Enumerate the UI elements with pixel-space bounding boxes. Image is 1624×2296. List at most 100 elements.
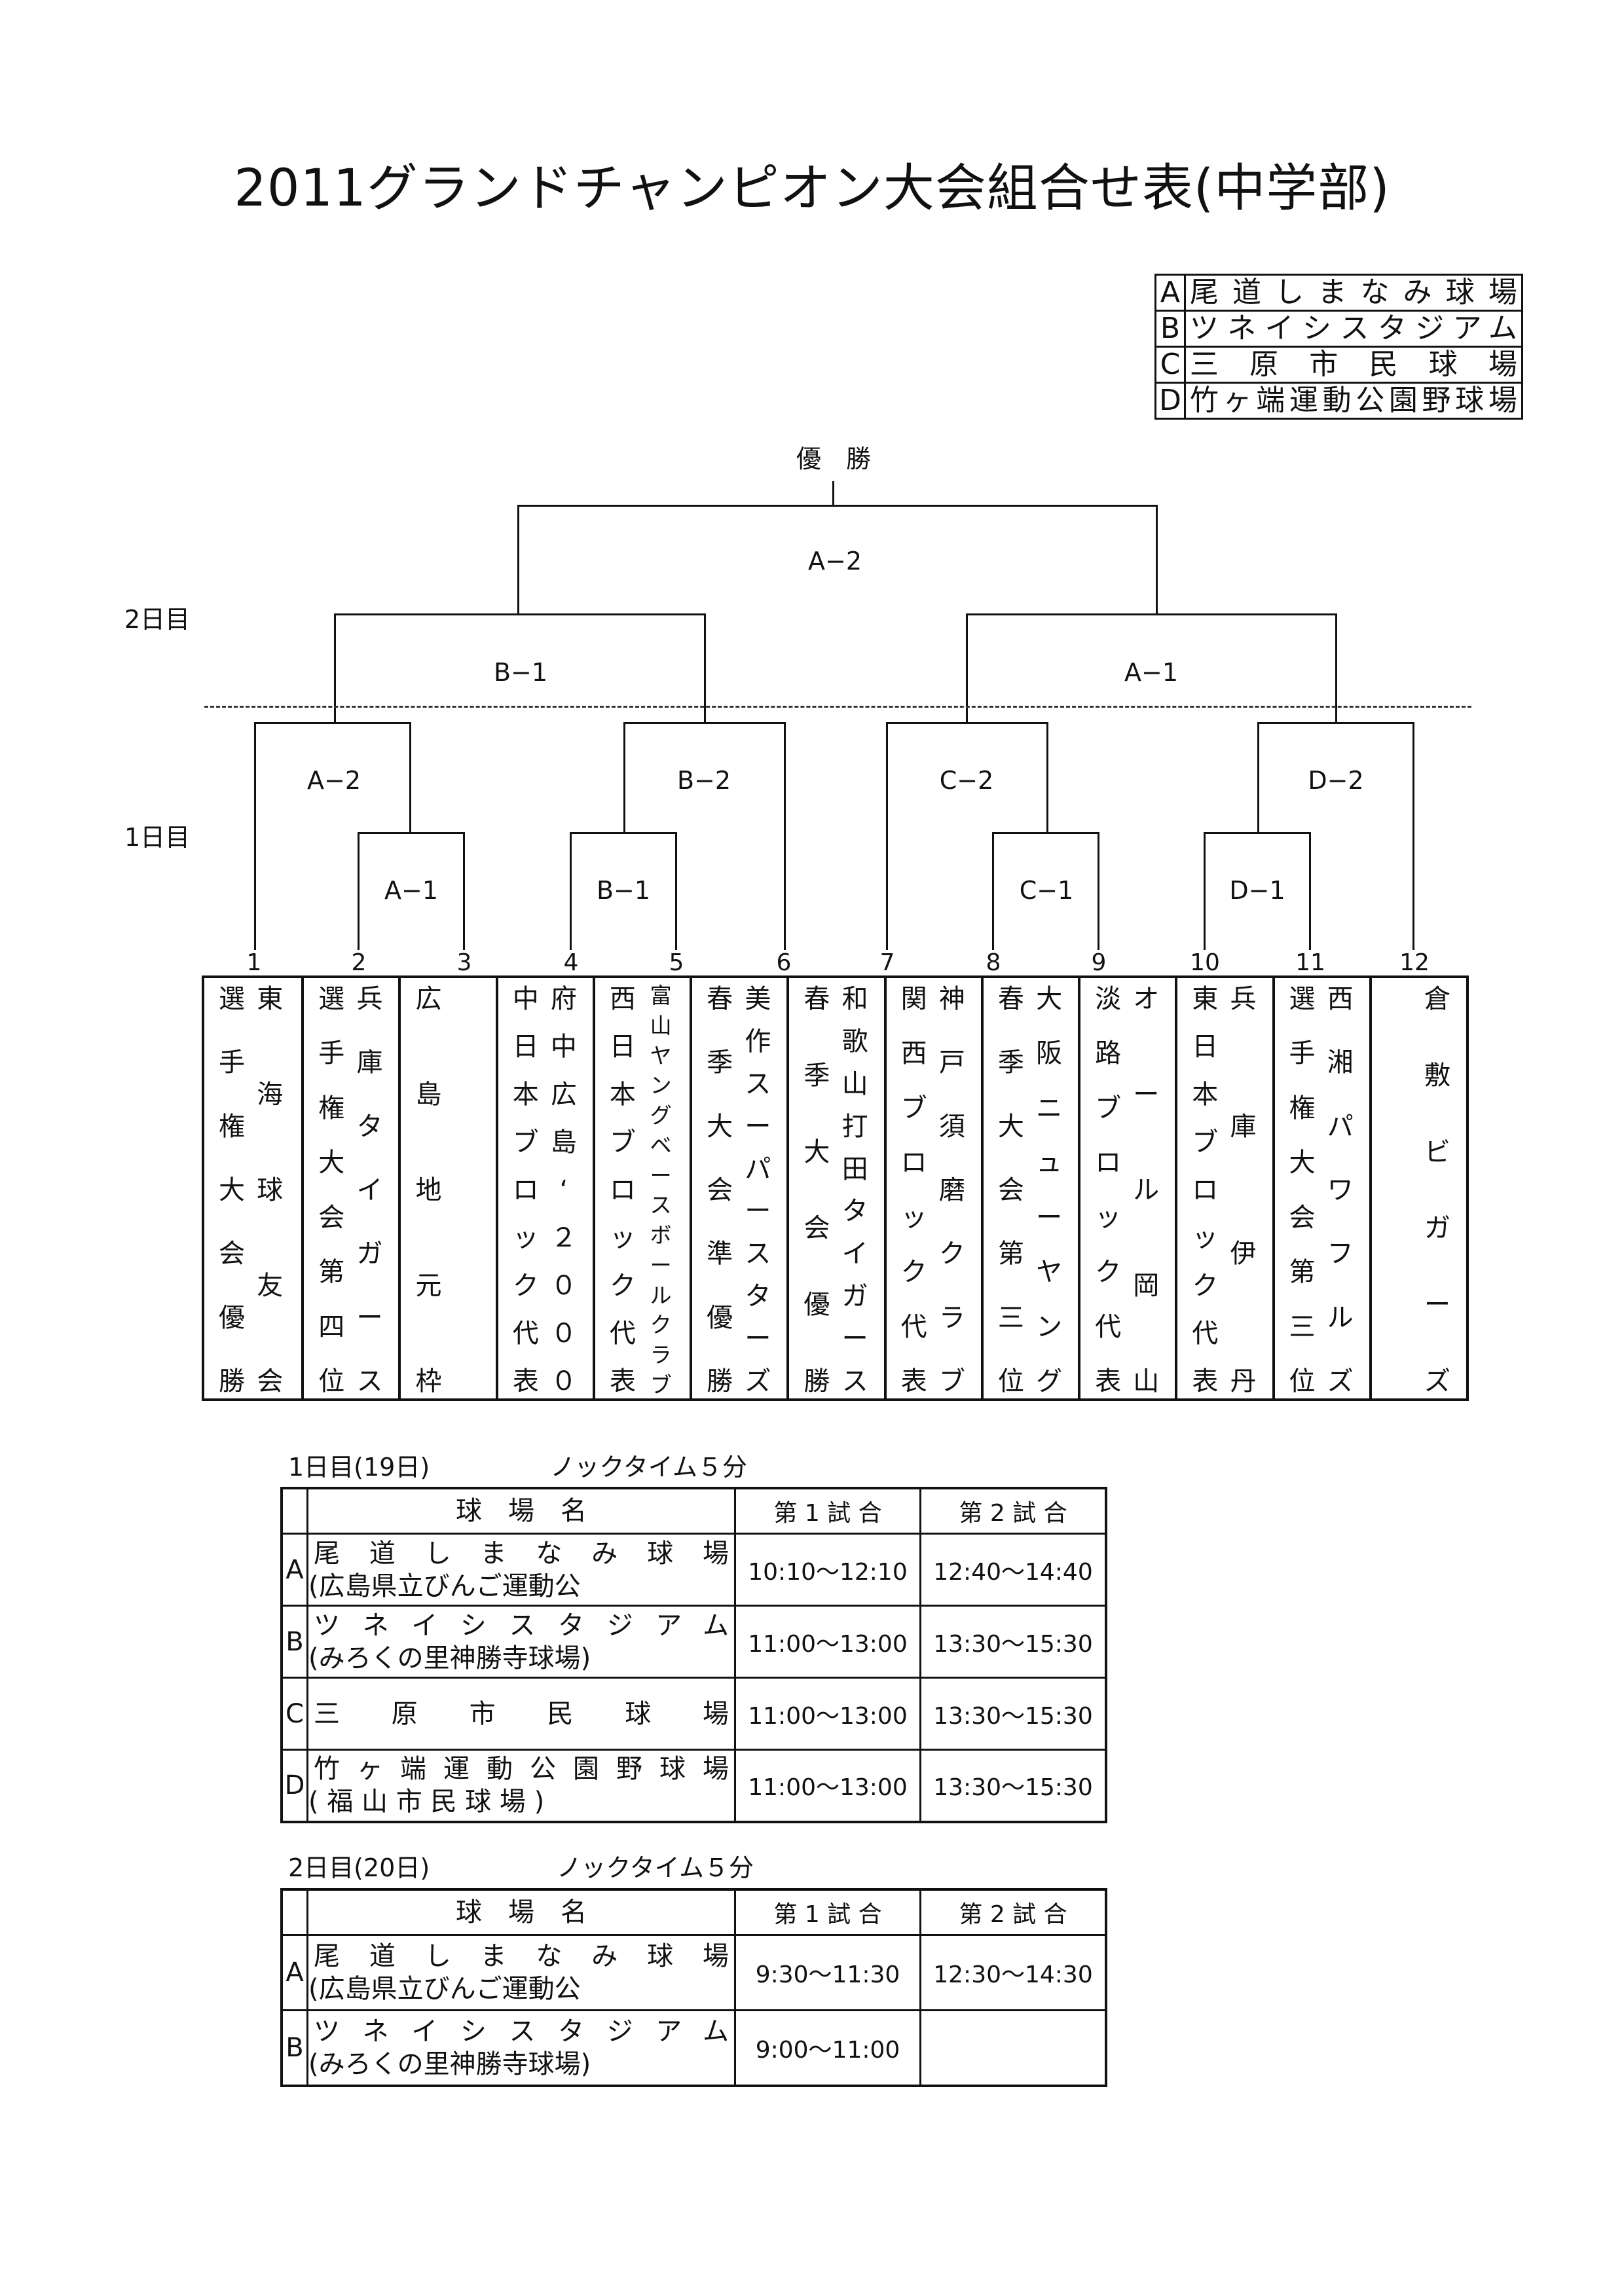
team-qualification: 関西ブロック代表 (900, 984, 927, 1396)
team-name: 東海球友会 (257, 984, 284, 1396)
team-qualification: 春季大会優勝 (803, 984, 830, 1396)
venue-code: C (280, 1677, 308, 1751)
bracket-line (358, 832, 465, 834)
venue-header: 球 場 名 (306, 1487, 736, 1535)
bracket-line (992, 832, 994, 950)
game2-time: 13:30～15:30 (919, 1749, 1107, 1823)
venue-name: ツネイシスタジアム (314, 1610, 729, 1641)
bracket-line (832, 481, 834, 506)
match-label: A−2 (306, 766, 361, 795)
venue-subname: (みろくの里神勝寺球場) (308, 1643, 591, 1673)
venue-name: 竹ヶ端運動公園野球場 (1183, 382, 1523, 420)
bracket-line (254, 722, 256, 950)
team-entries: 選手権大会優勝東海球友会選手権大会第四位兵庫タイガース広島地元枠中日本ブロック代… (202, 975, 1469, 1401)
bracket-line (1098, 832, 1099, 950)
entry-cell: 選手権大会第三位西湘パワフルズ (1272, 978, 1369, 1398)
venue-code: B (280, 2009, 308, 2086)
venue-subname: ( 福 山 市 民 球 場 ) (308, 1787, 545, 1817)
bracket-line (966, 613, 968, 723)
bracket-line (1046, 722, 1048, 833)
bracket-line (623, 722, 786, 724)
team-name (447, 985, 487, 1396)
entry-cell: 春季大会優勝和歌山打田タイガース (786, 978, 883, 1398)
day1-heading: 1日目(19日) (288, 1453, 430, 1482)
bracket-line (517, 505, 1158, 507)
venue-code: A (280, 1934, 308, 2011)
match-label: B−2 (676, 766, 731, 795)
venue-name: 三 原 市 民 球 場 (314, 1698, 729, 1729)
game1-time: 9:30～11:30 (734, 1934, 921, 2011)
bracket-line (1309, 832, 1311, 950)
bracket-line (570, 832, 677, 834)
bracket-line (886, 722, 1048, 724)
venue-subname: (みろくの里神勝寺球場) (308, 2049, 591, 2079)
venue-name: 尾道しまなみ球場 (314, 1538, 729, 1569)
bracket-line (517, 505, 519, 615)
venue-name: ツネイシスタジアム (1183, 310, 1523, 348)
venue-code: A (1154, 274, 1186, 312)
entry-cell: 倉敷ビガーズ (1369, 978, 1466, 1398)
venue-code: D (280, 1749, 308, 1823)
game1-time: 9:00～11:00 (734, 2009, 921, 2086)
entry-cell: 淡路ブロック代表オール岡山 (1078, 978, 1175, 1398)
game2-time: 12:40～14:40 (919, 1533, 1107, 1607)
game2-time: 13:30～15:30 (919, 1677, 1107, 1751)
seed-number: 6 (776, 949, 792, 976)
day1-schedule-table: 球 場 名 第 1 試 合 第 2 試 合 A 尾道しまなみ球場(広島県立びんご… (280, 1487, 1107, 1823)
bracket-line (966, 613, 1337, 615)
table-row: D 竹ヶ端運動公園野球場( 福 山 市 民 球 場 ) 11:00～13:00 … (280, 1749, 1107, 1823)
bracket-line (358, 832, 360, 950)
venue-code: C (1154, 346, 1186, 384)
code-header-cell (280, 1888, 308, 1936)
team-name: 西湘パワフルズ (1327, 984, 1354, 1396)
day2-label: 2日目 (124, 605, 191, 634)
game2-header: 第 2 試 合 (919, 1888, 1107, 1936)
match-label: D−1 (1229, 876, 1285, 905)
venue-header: 球 場 名 (306, 1888, 736, 1936)
day1-label: 1日目 (124, 823, 191, 852)
table-row: A 尾道しまなみ球場(広島県立びんご運動公 10:10～12:10 12:40～… (280, 1533, 1107, 1607)
seed-number: 1 (246, 949, 262, 976)
team-name: 和歌山打田タイガース (841, 984, 868, 1396)
seed-number: 12 (1399, 949, 1430, 976)
table-row: B ツネイシスタジアム(みろくの里神勝寺球場) 11:00～13:00 13:3… (280, 1605, 1107, 1679)
bracket-line (992, 832, 1099, 834)
seed-number: 9 (1091, 949, 1107, 976)
match-label: B−1 (596, 876, 651, 905)
venue-name: 三原市民球場 (1183, 346, 1523, 384)
venue-name: 竹ヶ端運動公園野球場 (314, 1754, 729, 1785)
match-label: C−2 (939, 766, 994, 795)
day2-heading: 2日目(20日) (288, 1853, 430, 1882)
bracket-line (1204, 832, 1206, 950)
entry-cell: 東日本ブロック代表兵庫伊丹 (1175, 978, 1272, 1398)
table-row: A 尾道しまなみ球場(広島県立びんご運動公 9:30～11:30 12:30～1… (280, 1934, 1107, 2011)
game1-header: 第 1 試 合 (734, 1888, 921, 1936)
team-name: 兵庫タイガース (356, 984, 383, 1396)
table-row: C 三 原 市 民 球 場 11:00～13:00 13:30～15:30 (280, 1677, 1107, 1751)
bracket-line (784, 722, 786, 950)
team-qualification: 中日本ブロック代表 (512, 984, 539, 1396)
table-row: B ツネイシスタジアム(みろくの里神勝寺球場) 9:00～11:00 (280, 2009, 1107, 2086)
match-label: C−1 (1019, 876, 1074, 905)
venue-code: D (1154, 382, 1186, 420)
entry-cell: 西日本ブロック代表富山ヤングベースボールクラブ (592, 978, 690, 1398)
entry-cell: 春季大会第三位大阪ニューヤング (980, 978, 1078, 1398)
venue-name: 尾道しまなみ球場 (1183, 274, 1523, 312)
champion-label: 優 勝 (796, 445, 872, 473)
match-label: B−1 (493, 658, 548, 687)
match-label: D−2 (1308, 766, 1364, 795)
bracket-line (704, 613, 706, 723)
entry-cell: 広島地元枠 (398, 978, 495, 1398)
game1-time: 10:10～12:10 (734, 1533, 921, 1607)
seed-number: 11 (1295, 949, 1325, 976)
bracket-line (463, 832, 465, 950)
game1-header: 第 1 試 合 (734, 1487, 921, 1535)
team-name: 大阪ニューヤング (1036, 984, 1063, 1396)
bracket-line (254, 722, 411, 724)
bracket-line (334, 613, 706, 615)
venue-code: B (1154, 310, 1186, 348)
bracket-line (570, 832, 572, 950)
